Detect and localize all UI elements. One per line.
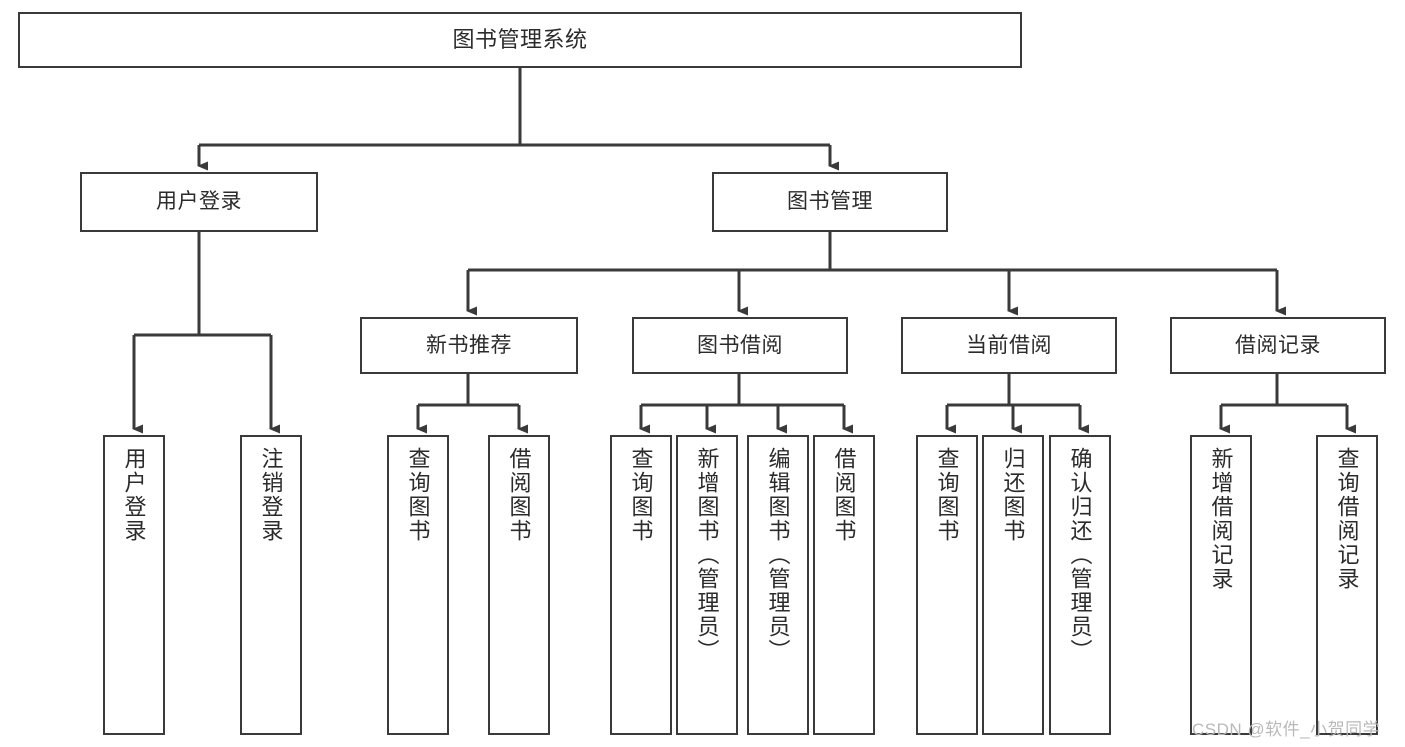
node-root-label: 图书管理系统 bbox=[452, 26, 588, 52]
csdn-watermark: CSDN @软件_小贺同学 bbox=[1192, 720, 1381, 739]
node-user-login[interactable]: 用户登录 bbox=[80, 172, 318, 232]
node-leaf-confirm-return-label: 确认归还（管理员） bbox=[1067, 447, 1093, 663]
node-leaf-query-book-1-label: 查询图书 bbox=[405, 447, 431, 543]
node-leaf-borrow-book-1-label: 借阅图书 bbox=[506, 447, 532, 543]
node-leaf-add-record-label: 新增借阅记录 bbox=[1208, 447, 1234, 591]
node-user-login-label: 用户登录 bbox=[156, 190, 242, 214]
node-leaf-query-record-label: 查询借阅记录 bbox=[1334, 447, 1360, 591]
node-leaf-add-book[interactable]: 新增图书（管理员） bbox=[676, 435, 738, 735]
node-leaf-query-book-1[interactable]: 查询图书 bbox=[387, 435, 449, 735]
node-book-borrow-label: 图书借阅 bbox=[697, 333, 783, 357]
node-leaf-user-login[interactable]: 用户登录 bbox=[103, 435, 165, 735]
node-leaf-logout[interactable]: 注销登录 bbox=[240, 435, 302, 735]
node-leaf-return-book[interactable]: 归还图书 bbox=[982, 435, 1044, 735]
node-leaf-borrow-book-2[interactable]: 借阅图书 bbox=[813, 435, 875, 735]
node-leaf-return-book-label: 归还图书 bbox=[1000, 447, 1026, 543]
node-new-book-rec-label: 新书推荐 bbox=[426, 333, 512, 357]
node-current-borrow[interactable]: 当前借阅 bbox=[901, 317, 1117, 374]
node-leaf-query-book-2[interactable]: 查询图书 bbox=[610, 435, 672, 735]
node-leaf-confirm-return[interactable]: 确认归还（管理员） bbox=[1049, 435, 1111, 735]
node-leaf-borrow-book-1[interactable]: 借阅图书 bbox=[488, 435, 550, 735]
node-leaf-query-book-3[interactable]: 查询图书 bbox=[916, 435, 978, 735]
node-root[interactable]: 图书管理系统 bbox=[18, 12, 1022, 68]
node-leaf-logout-label: 注销登录 bbox=[258, 447, 284, 543]
node-leaf-query-book-3-label: 查询图书 bbox=[934, 447, 960, 543]
node-book-manage-label: 图书管理 bbox=[787, 190, 873, 214]
node-leaf-user-login-label: 用户登录 bbox=[121, 447, 147, 543]
node-borrow-record[interactable]: 借阅记录 bbox=[1170, 317, 1386, 374]
node-leaf-add-book-label: 新增图书（管理员） bbox=[694, 447, 720, 663]
node-leaf-edit-book-label: 编辑图书（管理员） bbox=[765, 447, 791, 663]
node-current-borrow-label: 当前借阅 bbox=[966, 333, 1052, 357]
node-leaf-borrow-book-2-label: 借阅图书 bbox=[831, 447, 857, 543]
node-book-manage[interactable]: 图书管理 bbox=[712, 172, 948, 232]
node-borrow-record-label: 借阅记录 bbox=[1235, 333, 1321, 357]
node-leaf-query-book-2-label: 查询图书 bbox=[628, 447, 654, 543]
node-new-book-rec[interactable]: 新书推荐 bbox=[360, 317, 578, 374]
node-leaf-edit-book[interactable]: 编辑图书（管理员） bbox=[747, 435, 809, 735]
node-leaf-add-record[interactable]: 新增借阅记录 bbox=[1190, 435, 1252, 735]
node-book-borrow[interactable]: 图书借阅 bbox=[632, 317, 848, 374]
node-leaf-query-record[interactable]: 查询借阅记录 bbox=[1316, 435, 1378, 735]
